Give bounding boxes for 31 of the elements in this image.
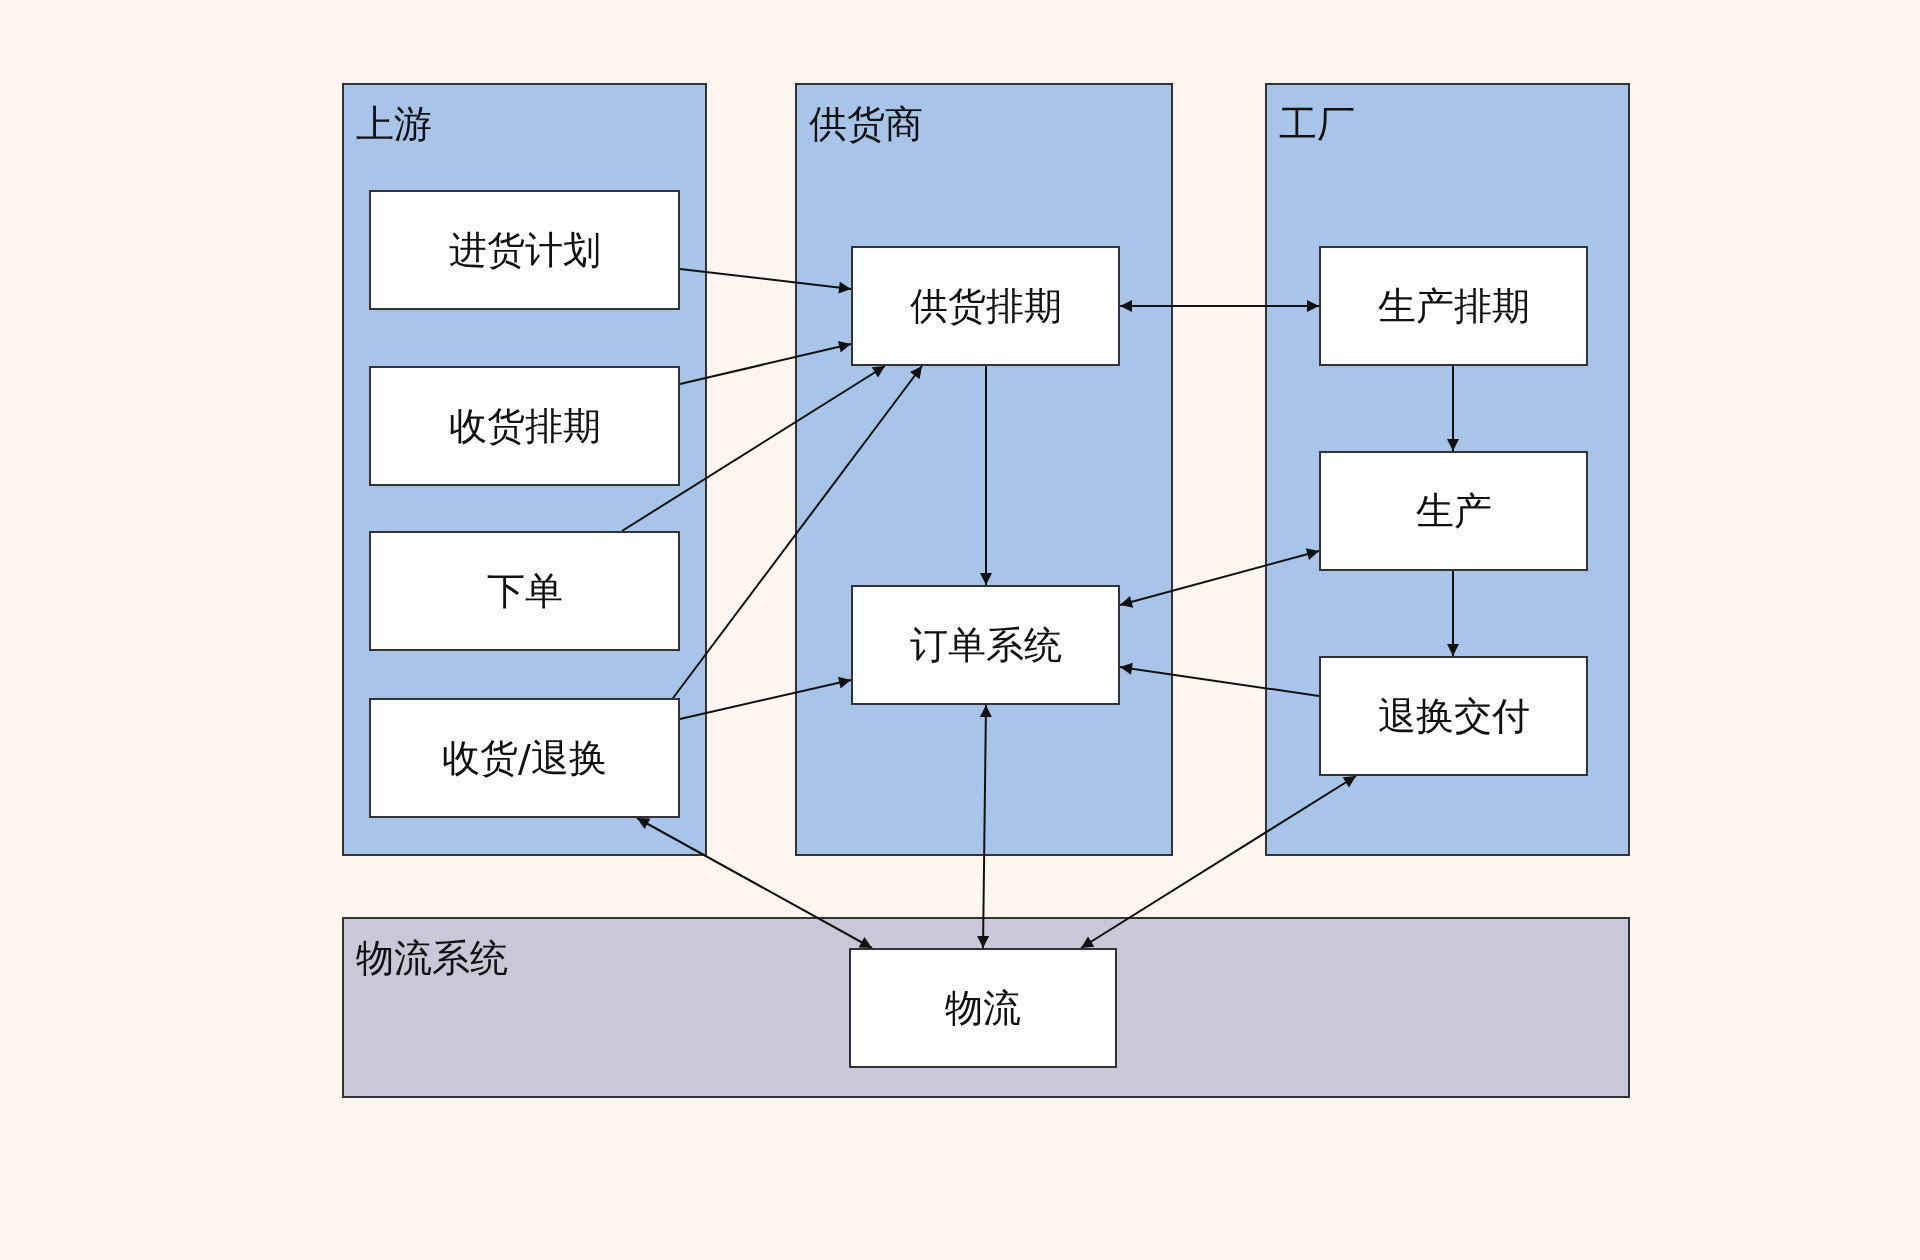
arrow	[1447, 570, 1459, 657]
process-box: 物流	[849, 948, 1117, 1068]
arrow	[679, 268, 852, 294]
arrow	[621, 365, 886, 532]
arrow	[980, 365, 992, 586]
swimlane-panel	[795, 83, 1173, 856]
panel-title: 物流系统	[356, 935, 508, 982]
process-box: 生产	[1319, 451, 1588, 571]
process-box: 下单	[369, 531, 680, 651]
arrow	[1119, 300, 1320, 312]
arrow	[1080, 775, 1357, 949]
arrow	[1119, 662, 1320, 697]
process-box: 进货计划	[369, 190, 680, 310]
swimlane-panel	[342, 83, 707, 856]
process-box: 收货/退换	[369, 698, 680, 818]
panel-title: 上游	[356, 101, 432, 148]
arrow	[977, 704, 992, 949]
arrow	[672, 365, 923, 699]
panel-title: 工厂	[1279, 101, 1355, 148]
arrow	[1119, 548, 1320, 608]
arrow	[636, 817, 873, 949]
arrow	[1447, 365, 1459, 452]
process-box: 订单系统	[851, 585, 1120, 705]
process-box: 退换交付	[1319, 656, 1588, 776]
process-box: 生产排期	[1319, 246, 1588, 366]
arrow	[679, 676, 852, 720]
process-box: 供货排期	[851, 246, 1120, 366]
swimlane-panel	[1265, 83, 1630, 856]
swimlane-panel	[342, 917, 1630, 1098]
panel-title: 供货商	[809, 101, 923, 148]
process-box: 收货排期	[369, 366, 680, 486]
